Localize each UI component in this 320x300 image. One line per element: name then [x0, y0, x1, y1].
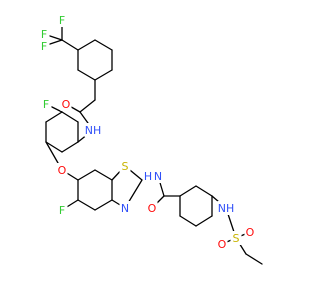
atom-label-s-thiazole: S: [122, 160, 129, 173]
atom-label-bg-f-cf3-1: [38, 27, 50, 41]
bond-r1d-r1e: [94, 69, 113, 81]
atom-label-bg-nh-amide-top: [84, 123, 102, 137]
bond-cy2-cy3: [195, 185, 213, 197]
atom-label-bg-nh-sulfonamide: [217, 201, 235, 215]
atom-label-bg-n-thiazole: [119, 201, 131, 215]
bond-r1a-r1b: [77, 39, 96, 51]
atom-label-s-sulfonyl: S: [233, 232, 240, 245]
bond-r1b-r1c: [94, 39, 113, 51]
atom-label-bg-o-ether: [56, 163, 68, 177]
atom-label-o-amide-bottom: O: [148, 202, 157, 215]
atom-label-nh-sulfonamide: NH: [218, 202, 235, 215]
bond-cy1-cy2: [179, 185, 197, 197]
bond-et1-et2: [245, 253, 263, 265]
atom-label-o-sulfonyl-1: O: [218, 238, 227, 251]
atom-label-f-benzothiazole: F: [59, 204, 65, 217]
bond-r2d-r2e: [61, 141, 79, 153]
bond-cy5-cy6: [179, 215, 197, 227]
bond-r2a-r2b: [45, 111, 63, 123]
atom-label-o-amide-top: O: [62, 98, 71, 111]
bond-b5-b6: [77, 199, 96, 211]
atom-label-o-sulfonyl-2: O: [246, 226, 255, 239]
atom-label-bg-f-benzothiazole: [56, 203, 68, 217]
atom-label-o-ether: O: [58, 164, 67, 177]
bond-ch2-co1: [79, 99, 96, 113]
atom-label-nh-amide-bottom: N: [154, 170, 162, 183]
bond-r1e-r1f: [77, 69, 96, 81]
atom-label-bg-f-cf3-3: [38, 39, 50, 53]
atom-label-bg-f-ring-top: [40, 97, 52, 111]
bond-b1-b2: [77, 169, 96, 181]
atom-label-bg-o-amide-bottom: [146, 201, 158, 215]
bond-cy4-cy5: [195, 215, 213, 227]
bond-r2c-r2d: [45, 141, 63, 153]
atom-label-bg-h-amide-bottom: [142, 169, 154, 183]
atom-label-bg-o-amide-top: [60, 97, 72, 111]
atom-label-f-cf3-3: F: [41, 40, 47, 53]
bond-b4-b5: [94, 199, 113, 211]
bond-b2-b3: [94, 169, 113, 181]
atom-label-bg-f-cf3-2: [56, 13, 68, 27]
atom-label-n-thiazole: N: [121, 202, 129, 215]
atom-label-bg-o-sulfonyl-1: [216, 237, 228, 251]
atom-label-bg-s-sulfonyl: [230, 231, 242, 245]
atom-label-h-amide-bottom: H: [144, 170, 152, 183]
atom-label-f-ring-top: F: [43, 98, 49, 111]
atom-label-f-cf3-1: F: [41, 28, 47, 41]
atom-label-nh-amide-top: NH: [85, 124, 102, 137]
atom-label-bg-nh-amide-bottom: [152, 169, 164, 183]
atom-label-bg-o-sulfonyl-2: [244, 225, 256, 239]
bond-cf3c-r1a: [61, 39, 79, 51]
atom-label-bg-s-thiazole: [119, 159, 131, 173]
bond-r2f-r2a: [61, 111, 79, 123]
atom-label-f-cf3-2: F: [59, 14, 65, 27]
